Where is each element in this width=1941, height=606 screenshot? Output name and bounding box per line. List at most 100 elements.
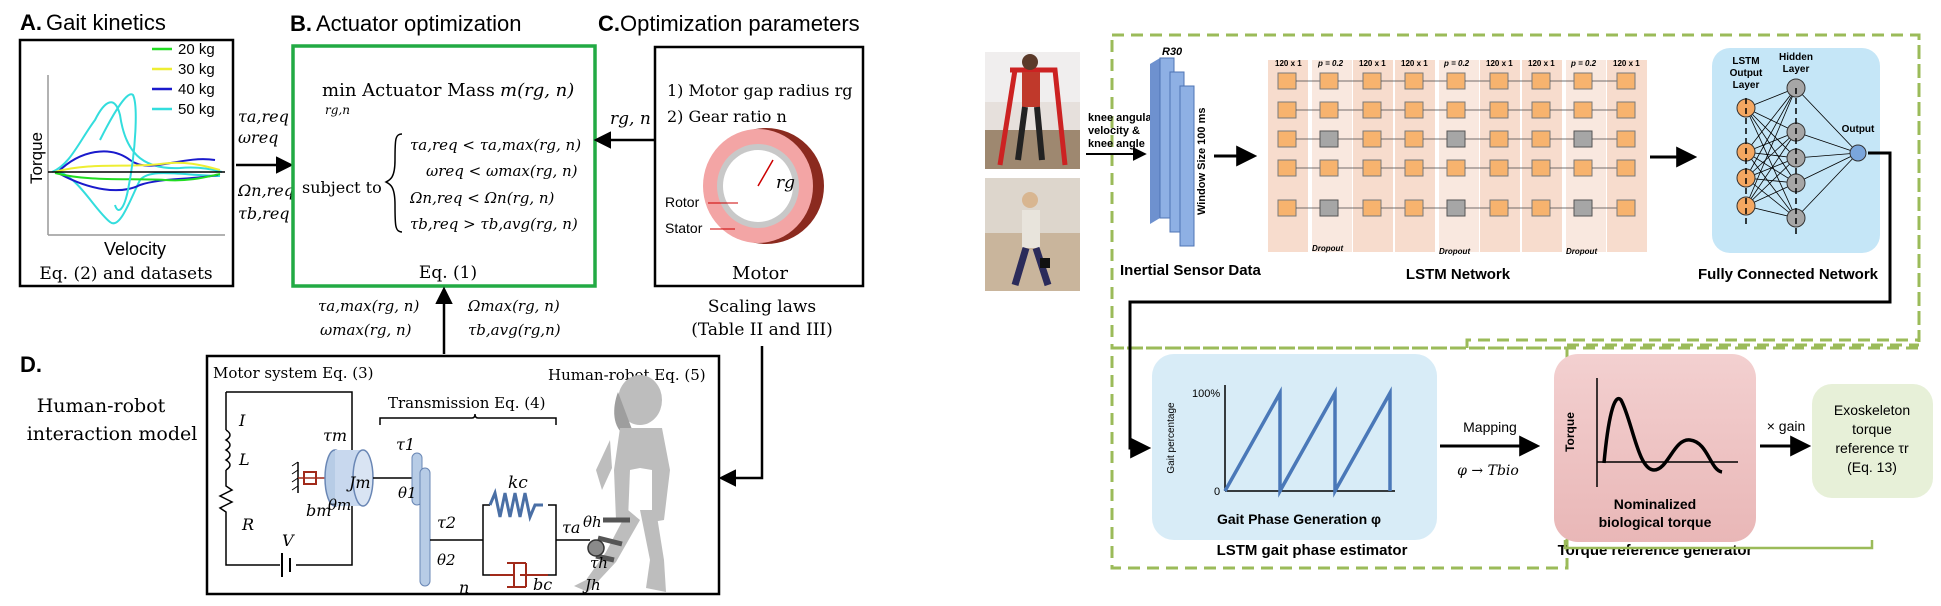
sym-v: V: [282, 531, 295, 550]
mapping-label: Mapping: [1463, 419, 1517, 435]
ground-hatch: [291, 461, 299, 491]
sym-bm: bm: [306, 501, 331, 520]
subject-photos: [985, 52, 1080, 291]
sym-tau-h: τh: [590, 554, 608, 572]
fc-caption: Fully Connected Network: [1698, 266, 1879, 283]
exo-box: [1812, 384, 1933, 498]
fc-edge: [1745, 107, 1797, 219]
gait-phase-title: Gait Phase Generation φ: [1217, 511, 1381, 527]
objective-sub: rg,n: [325, 103, 350, 117]
window-size-label: Window Size 100 ms: [1196, 108, 1208, 216]
curve-50kg-loop: [99, 93, 137, 211]
exo-knee-joint: [587, 539, 605, 557]
objective-func: m(rg, n): [500, 80, 574, 101]
photo-walker-frame: [997, 67, 1068, 166]
lstm-cell: [1404, 199, 1424, 217]
fc-edge: [1795, 152, 1859, 184]
fc-edge: [1745, 177, 1797, 219]
gear-2: [419, 467, 431, 587]
gait-100: 100%: [1192, 388, 1220, 400]
sym-tau-2: τ2: [437, 513, 456, 532]
layer-label-4: 120 x 1: [1486, 59, 1513, 68]
panel-c-frame: [653, 45, 865, 288]
torque-ylabel: Torque: [1563, 412, 1577, 452]
motor-inertia: [291, 449, 412, 507]
mapping-eq: φ → Tbio: [1457, 463, 1519, 479]
sensor-caption: Inertial Sensor Data: [1120, 262, 1262, 279]
curve-50kg-b: [59, 171, 221, 225]
sensor-slab-3: [1179, 85, 1195, 247]
exo-label-3: reference τr: [1835, 440, 1909, 456]
lstm-dropout-col-3: [1566, 60, 1606, 252]
fb-tau-b-avg: τb,avg(rg,n): [468, 321, 561, 339]
lstm-cell: [1446, 101, 1466, 119]
lstm-column-1: [1268, 60, 1308, 252]
panel-c-label: C.: [598, 11, 620, 36]
sym-theta-h: θh: [583, 513, 602, 531]
curve-20kg: [54, 172, 221, 182]
torque-caption-2: biological torque: [1599, 514, 1712, 530]
stator-label: Stator: [665, 220, 703, 236]
arrow-c-to-d: [718, 346, 764, 487]
curve-30kg: [54, 161, 221, 173]
dropout-label-1: Dropout: [1312, 244, 1343, 253]
lstm-cell: [1616, 199, 1636, 217]
gait-legend: 20 kg 30 kg 40 kg 50 kg: [152, 41, 215, 118]
fc-edge: [1745, 151, 1797, 184]
lstm-cell: [1277, 130, 1297, 148]
fc-edge: [1745, 87, 1797, 207]
motor-label: Motor: [732, 263, 788, 284]
constraint-3: Ωn,req < Ωn(rg, n): [409, 189, 555, 207]
lstm-cell: [1616, 130, 1636, 148]
eq-1: Eq. (1): [419, 263, 477, 283]
layer-label-2: 120 x 1: [1359, 59, 1386, 68]
torque-curve: [1602, 396, 1723, 474]
spring-kc: [488, 487, 543, 523]
lstm-column-2: [1395, 60, 1435, 252]
gait-phase-box: [1152, 354, 1437, 540]
exo-label-4: (Eq. 13): [1847, 459, 1897, 475]
scaling-tables: (Table II and III): [691, 320, 833, 340]
generator-dashed-frame: [1465, 35, 1921, 348]
gait-ylabel: Torque: [27, 132, 46, 184]
lstm-column-3b: [1607, 60, 1647, 252]
lstm-cell: [1489, 199, 1509, 217]
gait-xlabel: Velocity: [104, 239, 166, 259]
legend-20kg: 20 kg: [178, 41, 215, 58]
photo-walking-torso: [1022, 210, 1040, 248]
fb-omega-max: ωmax(rg, n): [320, 321, 412, 339]
panel-a-title: Gait kinetics: [46, 10, 166, 35]
lstm-cell: [1489, 159, 1509, 177]
photo-walker-head: [1022, 54, 1038, 70]
motor-circuit: [218, 391, 353, 577]
gait-0: 0: [1214, 486, 1220, 498]
human-leg-back: [640, 510, 666, 592]
omega-n-req: Ωn,req: [237, 181, 294, 200]
motor-system-label: Motor system Eq. (3): [213, 364, 374, 382]
transmission-label: Transmission Eq. (4): [388, 394, 546, 412]
input-label-3: knee angle: [1088, 138, 1145, 150]
sym-tau-m: τm: [323, 426, 347, 445]
damper-bc: [490, 562, 548, 588]
p-label-1: p = 0.2: [1317, 59, 1344, 68]
dropout-cell: [1573, 130, 1593, 148]
panel-a-caption: Eq. (2) and datasets: [39, 264, 212, 284]
sym-bc: bc: [533, 575, 552, 594]
lstm-cell: [1446, 159, 1466, 177]
scaling-laws: Scaling laws: [708, 297, 816, 317]
fc-edge: [1745, 87, 1797, 179]
gait-sawtooth: [1223, 386, 1392, 498]
dropout-cell: [1319, 199, 1339, 217]
gait-percentage-label: Gait percentage: [1166, 402, 1177, 474]
hidden-label-2: Layer: [1783, 64, 1810, 75]
fc-network: [1712, 48, 1880, 253]
fc-edge: [1745, 131, 1797, 179]
lstm-cell: [1319, 159, 1339, 177]
lstm-cell: [1616, 72, 1636, 90]
human-leg-front: [574, 510, 640, 592]
lstm-cell: [1531, 159, 1551, 177]
lstm-cell: [1489, 72, 1509, 90]
exo-straps: [595, 517, 630, 563]
transmission-brace: [379, 413, 557, 425]
